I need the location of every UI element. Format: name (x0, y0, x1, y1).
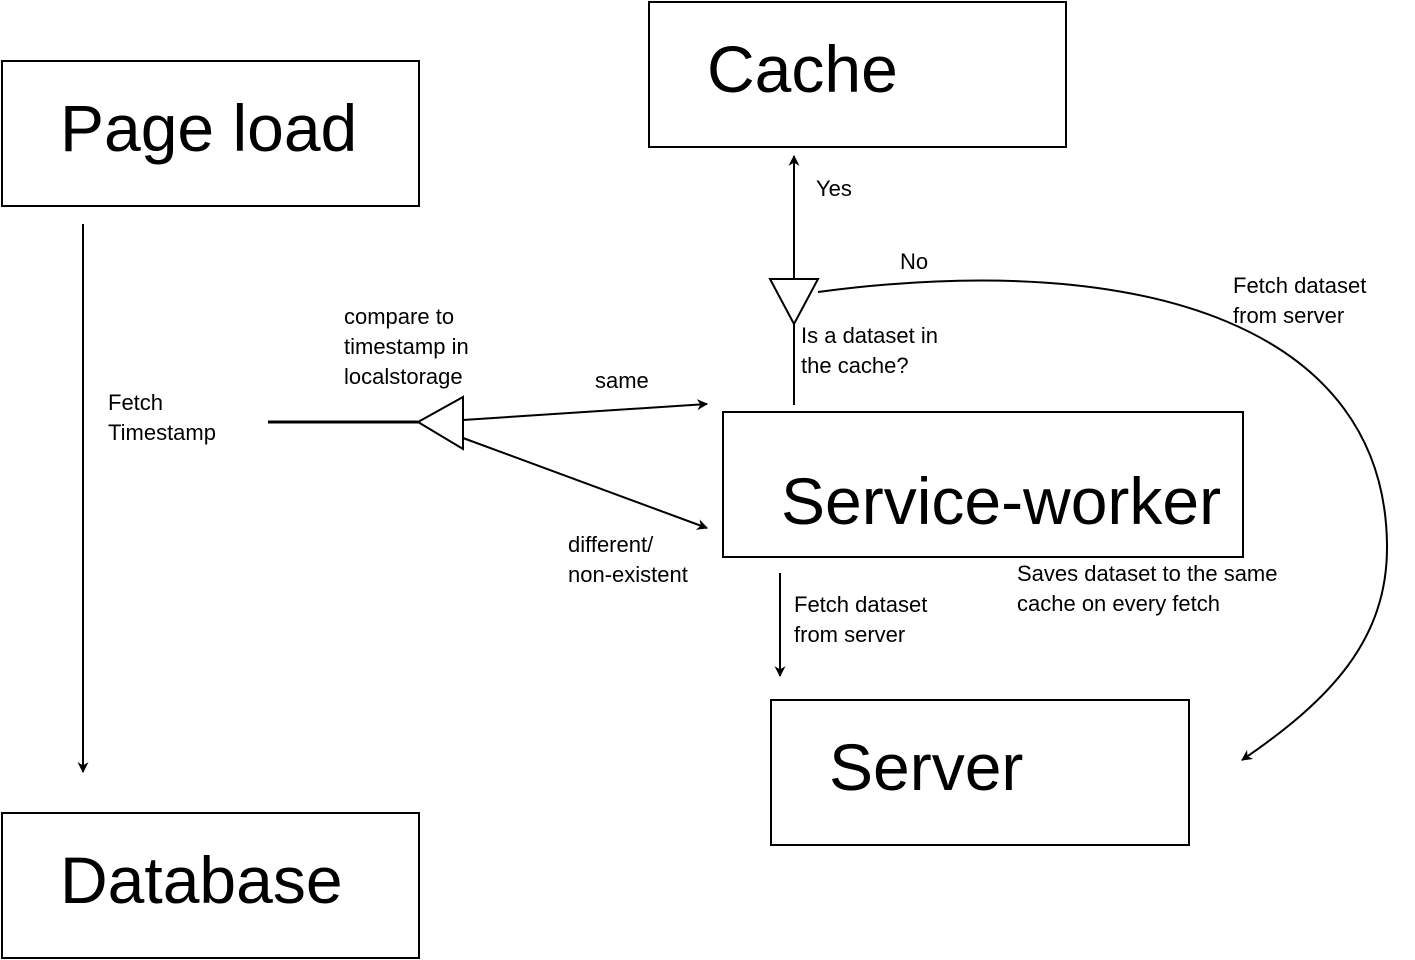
fetch-dataset-right-label: Fetch dataset from server (1233, 273, 1367, 328)
saves-dataset-label: Saves dataset to the same cache on every… (1017, 561, 1278, 616)
different-label: different/ non-existent (568, 532, 688, 587)
server-title: Server (829, 730, 1024, 804)
compare-decision-triangle (416, 395, 464, 451)
cache-question-label: Is a dataset in the cache? (801, 323, 938, 378)
database-box: Database (1, 812, 420, 959)
same-arrow (462, 399, 709, 421)
fetch-dataset-below-label: Fetch dataset from server (794, 592, 928, 647)
no-curve-arrow (817, 279, 1389, 761)
cache-decision-triangle (768, 278, 820, 327)
fetch-timestamp-label: Fetch Timestamp (108, 390, 216, 445)
yes-label: Yes (816, 176, 852, 201)
page-load-title: Page load (60, 91, 358, 165)
page-load-box: Page load (1, 60, 420, 207)
service-worker-box: Service-worker (722, 411, 1244, 558)
cache-title: Cache (707, 32, 898, 106)
server-box: Server (770, 699, 1190, 846)
different-arrow (462, 437, 709, 530)
same-label: same (595, 368, 649, 393)
compare-label: compare to timestamp in localstorage (344, 304, 469, 389)
cache-box: Cache (648, 1, 1067, 148)
database-title: Database (60, 843, 343, 917)
service-worker-title: Service-worker (781, 464, 1222, 538)
no-label: No (900, 249, 929, 274)
